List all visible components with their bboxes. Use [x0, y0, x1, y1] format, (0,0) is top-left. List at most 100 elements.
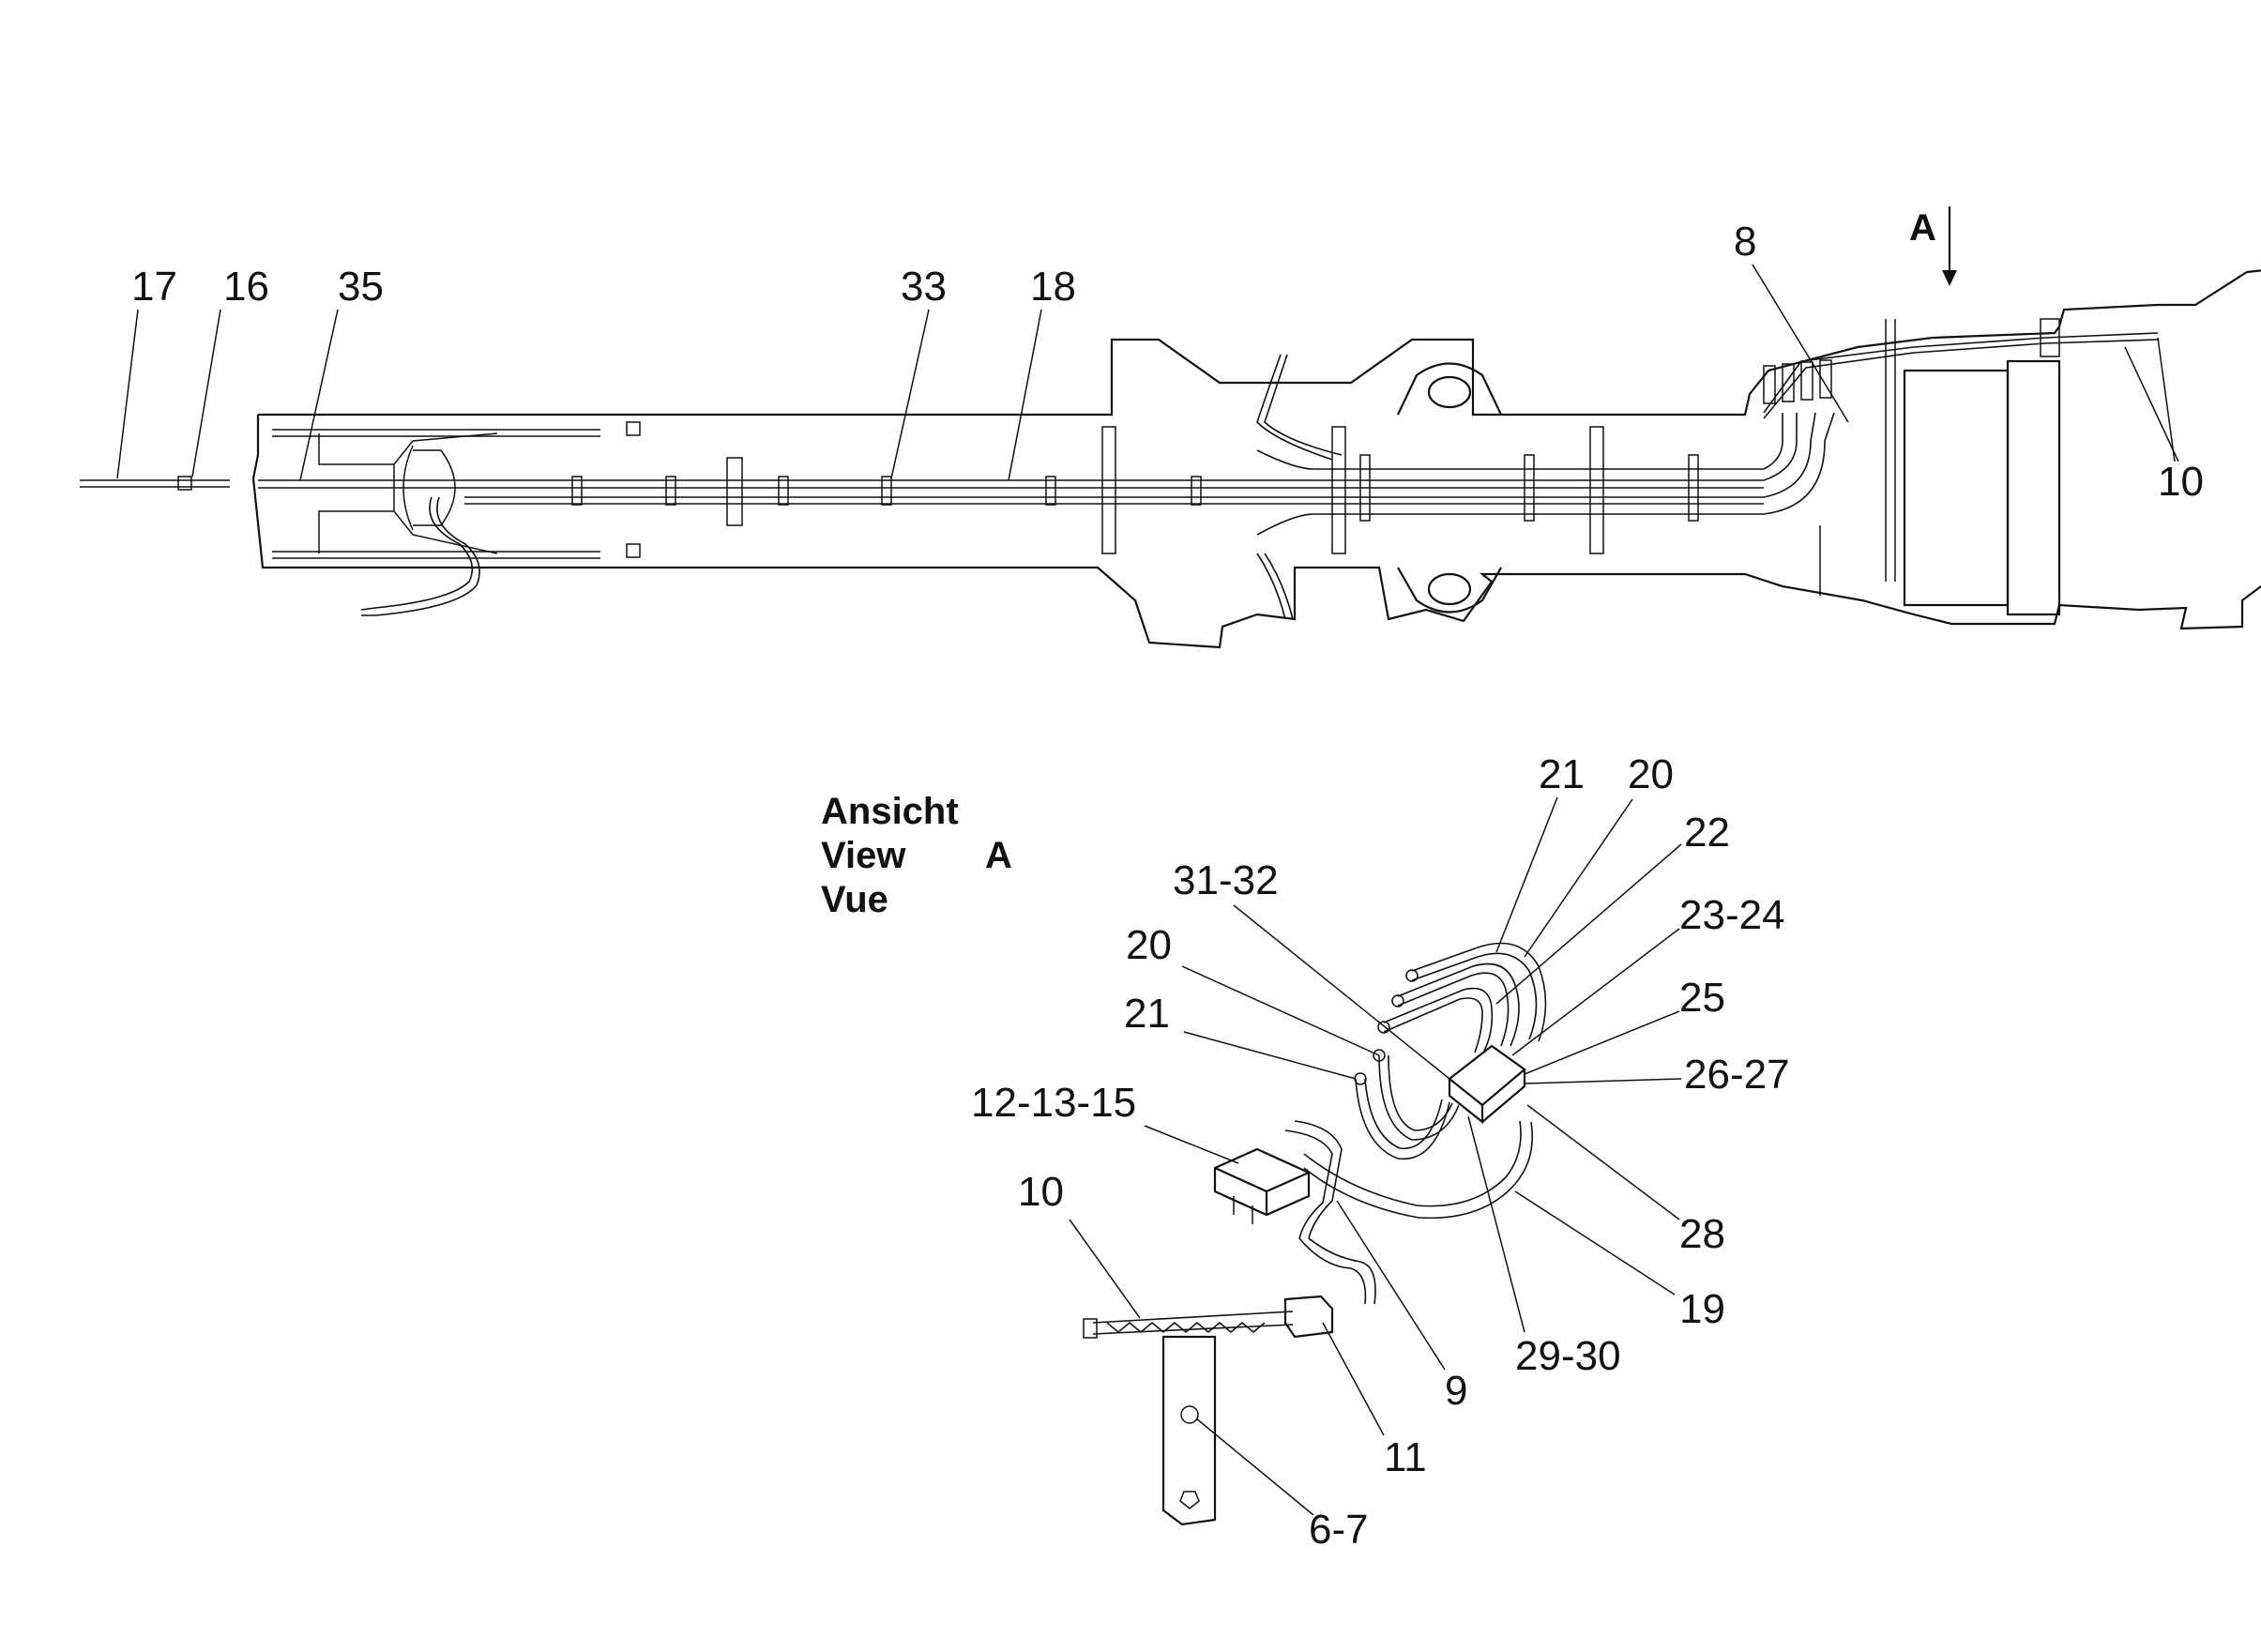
- fitting: [1373, 1049, 1386, 1062]
- hose-19: [1303, 1120, 1522, 1207]
- hose-loop-21b: [1355, 1078, 1450, 1160]
- top-callouts: 17 16 35 33 18 8 10: [116, 219, 2204, 505]
- leader-10: [1069, 1219, 1141, 1319]
- leader-21b: [1183, 1031, 1357, 1080]
- pin-boss-bottom: [1397, 567, 1502, 614]
- leader-10a: [2157, 337, 2176, 462]
- rod-end: [1083, 1318, 1098, 1339]
- leader-23-24: [1511, 928, 1680, 1056]
- boom-left-end: [318, 432, 498, 554]
- callout-20a: 20: [1628, 751, 1674, 797]
- hose-to-11b: [1298, 1237, 1367, 1305]
- boom-outline: [251, 269, 2261, 649]
- hose-loop-20b: [1378, 1054, 1460, 1141]
- detail-assembly: [1083, 942, 1547, 1526]
- callout-11: 11: [1384, 1434, 1427, 1480]
- fitting: [1405, 969, 1419, 982]
- view-title-letter: A: [985, 835, 1012, 876]
- view-title-line-3: Vue: [821, 879, 888, 920]
- leader-12-13-15: [1144, 1125, 1239, 1164]
- leader-9: [1336, 1200, 1446, 1371]
- callout-28: 28: [1679, 1211, 1725, 1257]
- callout-25: 25: [1679, 975, 1725, 1021]
- leader-35: [299, 309, 339, 481]
- callout-10: 10: [1018, 1169, 1064, 1215]
- hose-lower-cyl: [1256, 553, 1286, 620]
- leader-17: [116, 309, 139, 479]
- callout-22: 22: [1684, 810, 1730, 856]
- leader-19: [1514, 1190, 1676, 1296]
- leader-6-7: [1195, 1417, 1314, 1516]
- detail-callouts: 21 20 22 31-32 23-24 20 25 21 26-27 12-1…: [971, 751, 1790, 1553]
- hose-loop-22: [1383, 987, 1494, 1052]
- boom-right-block: [1763, 318, 2159, 616]
- leader-21a: [1495, 796, 1558, 953]
- mount-hole: [1180, 1405, 1199, 1424]
- bracket-11: [1283, 1295, 1334, 1339]
- callout-35: 35: [338, 264, 384, 310]
- view-title: Ansicht View Vue A: [821, 791, 1012, 920]
- leader-26-27: [1524, 1078, 1682, 1084]
- callout-31-32: 31-32: [1173, 857, 1279, 903]
- fitting: [1391, 994, 1404, 1008]
- hose-coupling-16: [177, 476, 192, 491]
- view-arrow-label: A: [1909, 207, 1936, 249]
- view-title-line-2: View: [821, 835, 906, 876]
- hose-loop-20a: [1397, 962, 1520, 1047]
- view-title-line-1: Ansicht: [821, 791, 959, 832]
- valve-12-13-15: [1213, 1147, 1311, 1217]
- leader-11: [1322, 1322, 1385, 1436]
- leader-28: [1526, 1104, 1680, 1220]
- leader-8: [1752, 264, 1849, 423]
- hose-upper-cyl-2: [1264, 354, 1343, 456]
- boom-assembly: [80, 269, 2261, 649]
- leader-20a: [1524, 798, 1633, 958]
- mount-nut: [1179, 1491, 1200, 1509]
- hose-9: [1294, 1120, 1343, 1239]
- pin-boss-top: [1397, 362, 1502, 416]
- bolt-square: [626, 543, 641, 558]
- leader-33: [890, 309, 930, 479]
- callout-21a: 21: [1539, 751, 1585, 797]
- callout-10-top: 10: [2158, 459, 2204, 505]
- hose-loop-21a: [1411, 942, 1547, 1042]
- leader-16: [191, 309, 221, 477]
- callout-12-13-15: 12-13-15: [971, 1080, 1136, 1126]
- rod-10-hatch: [1106, 1322, 1266, 1333]
- boom-clamps: [571, 426, 1699, 554]
- callout-6-7: 6-7: [1309, 1507, 1369, 1553]
- manifold-block: [1448, 1044, 1526, 1125]
- callout-19: 19: [1679, 1286, 1725, 1332]
- callout-26-27: 26-27: [1684, 1052, 1790, 1098]
- boom-hose-bundle: [258, 412, 1835, 536]
- leader-18: [1008, 309, 1042, 481]
- callout-18: 18: [1030, 264, 1076, 310]
- leader-25: [1524, 1010, 1680, 1075]
- hose-upper-cyl: [1256, 354, 1333, 461]
- fitting: [1377, 1021, 1390, 1034]
- leader-29-30: [1467, 1115, 1525, 1333]
- boom-flange-lines: [1111, 340, 1474, 415]
- leader-10b: [2124, 346, 2179, 462]
- callout-29-30: 29-30: [1515, 1333, 1621, 1379]
- hose-dangling: [360, 496, 474, 611]
- callout-9: 9: [1445, 1368, 1467, 1414]
- callout-16: 16: [223, 264, 269, 310]
- view-arrow-A: A: [1909, 206, 1957, 286]
- leader-22: [1495, 843, 1682, 1005]
- hose-dangling-2: [361, 496, 480, 616]
- hose-9b: [1284, 1129, 1333, 1239]
- callout-21b: 21: [1124, 991, 1170, 1037]
- mount-plate-6-7: [1161, 1335, 1217, 1526]
- leader-20b: [1181, 965, 1380, 1056]
- callout-23-24: 23-24: [1679, 892, 1785, 938]
- bolt-square: [626, 421, 641, 436]
- callout-20b: 20: [1126, 922, 1172, 968]
- hose-lower-cyl-2: [1264, 553, 1294, 620]
- callout-33: 33: [901, 264, 947, 310]
- callout-8: 8: [1734, 219, 1756, 265]
- leader-31-32: [1233, 904, 1450, 1080]
- hose-to-11: [1308, 1237, 1376, 1305]
